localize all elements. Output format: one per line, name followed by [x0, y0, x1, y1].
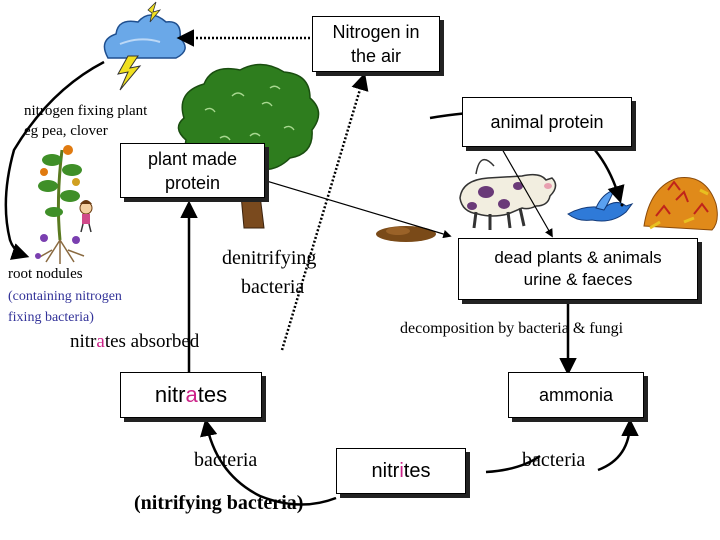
plant-protein-box: plant made protein [120, 143, 265, 198]
containing-label-2: fixing bacteria) [8, 310, 94, 325]
arrow-cloud-to-roots [4, 60, 105, 260]
arrow-nitrites-to-bacteria [485, 454, 541, 474]
nitrites-highlight: i [399, 459, 404, 482]
nitrates-highlight: a [185, 382, 198, 407]
nitrates-absorbed-label: nitrates absorbed [70, 331, 199, 353]
cloud-lightning-icon [103, 1, 186, 91]
bacteria-left-label: bacteria [194, 449, 258, 471]
leaves-icon [643, 177, 718, 231]
arrow-bacteria-to-ammonia [597, 418, 639, 472]
plant-icon [35, 145, 85, 264]
fixing-plant-label-2: eg pea, clover [24, 123, 108, 139]
absorbed-highlight: a [96, 331, 105, 352]
denitrifying-label-1: denitrifying [222, 247, 317, 269]
decomposition-label: decomposition by bacteria & fungi [400, 320, 624, 337]
nitrogen-in-air-box: Nitrogen in the air [312, 16, 440, 72]
nitrates-pre: nitr [154, 382, 186, 407]
arrow-protein-to-dead [249, 175, 452, 239]
bird-icon [567, 189, 634, 222]
nitrites-pre: nitr [371, 459, 400, 482]
nitrites-post: tes [403, 459, 431, 482]
denitrifying-label-2: bacteria [241, 276, 305, 298]
cow-icon [459, 158, 557, 230]
nitrates-post: tes [197, 382, 228, 407]
straight-arrows [176, 29, 577, 378]
arrow-bacteria-to-nitrates [200, 418, 337, 506]
absorbed-pre: nitr [70, 331, 97, 352]
girl-icon [79, 200, 93, 233]
root-nodules-label: root nodules [8, 266, 83, 282]
containing-label-1: (containing nitrogen [8, 289, 122, 304]
dung-icon [376, 226, 436, 242]
arrow-animal-to-dead [497, 140, 553, 238]
absorbed-post: tes absorbed [104, 331, 200, 352]
nitrifying-label: (nitrifying bacteria) [134, 492, 304, 514]
fixing-plant-label-1: nitrogen fixing plant [24, 103, 148, 119]
dead-plants-box: dead plants & animals urine & faeces [458, 238, 698, 300]
bacteria-right-label: bacteria [522, 449, 586, 471]
animal-protein-box: animal protein [462, 97, 632, 147]
ammonia-box: ammonia [508, 372, 644, 418]
